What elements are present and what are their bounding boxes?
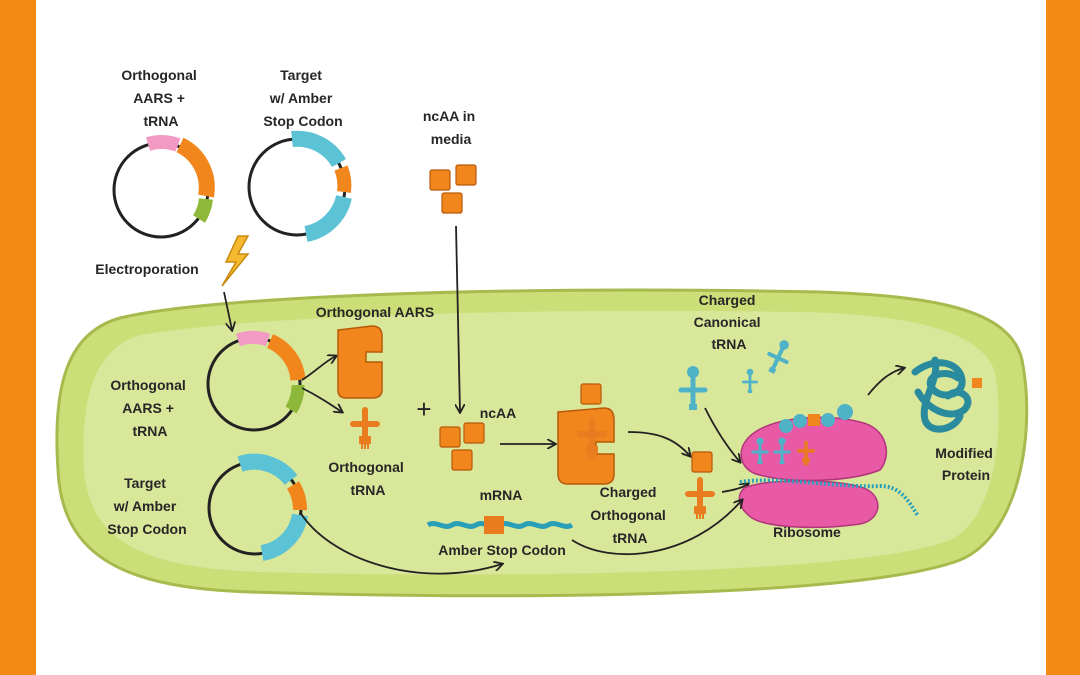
modified-protein-label: Modified Protein xyxy=(935,445,996,483)
arrow-plasmid-to-mrna xyxy=(299,511,502,575)
electroporation-arrow xyxy=(223,291,232,330)
left-frame-bar xyxy=(0,0,36,675)
protein-icon xyxy=(911,356,982,433)
mrna-icon xyxy=(426,516,574,534)
enzyme-icon xyxy=(557,383,615,485)
amber-stop-codon-label: Amber Stop Codon xyxy=(438,542,566,558)
arrow-to-protein xyxy=(867,368,904,396)
ribosome-icon xyxy=(738,404,920,529)
plasmid-icon xyxy=(112,135,215,239)
ribosome-label: Ribosome xyxy=(773,524,841,540)
ncaa-entry-arrow xyxy=(456,225,460,412)
plasmid-icon xyxy=(206,330,306,432)
charged-orthogonal-label: Charged Orthogonal tRNA xyxy=(590,484,669,546)
lightning-bolt-icon xyxy=(221,235,250,287)
charged-canonical-label: Charged Canonical tRNA xyxy=(694,292,765,352)
amino-acid-icon xyxy=(429,164,477,214)
top-plasmid-1-label: Orthogonal AARS + tRNA xyxy=(121,67,200,129)
ncaa-media-label: ncAA in media xyxy=(423,108,479,147)
ncaa-label: ncAA xyxy=(480,405,517,421)
cell-plasmid-1-label: Orthogonal AARS + tRNA xyxy=(110,377,189,439)
arrow-mrna-to-ribosome xyxy=(571,500,742,555)
target-cell-label: Target w/ Amber Stop Codon xyxy=(107,475,186,537)
enzyme-icon xyxy=(337,325,383,399)
arrow-canonical-to-ribosome xyxy=(704,407,740,462)
arrow-trna-to-ribosome xyxy=(721,484,748,493)
plus-sign: + xyxy=(416,394,431,424)
arrow-to-aars xyxy=(301,356,336,381)
mrna-label: mRNA xyxy=(480,487,523,503)
orthogonal-trna-label: Orthogonal tRNA xyxy=(328,459,407,498)
arrow-to-charged-trna xyxy=(627,431,690,456)
electroporation-label: Electroporation xyxy=(95,261,198,277)
plasmid-icon xyxy=(207,453,308,561)
orthogonal-aars-label: Orthogonal AARS xyxy=(316,304,434,320)
right-frame-bar xyxy=(1046,0,1080,675)
arrow-to-trna xyxy=(301,387,342,412)
plasmid-icon xyxy=(247,130,352,242)
top-plasmid-2-label: Target w/ Amber Stop Codon xyxy=(263,67,342,129)
